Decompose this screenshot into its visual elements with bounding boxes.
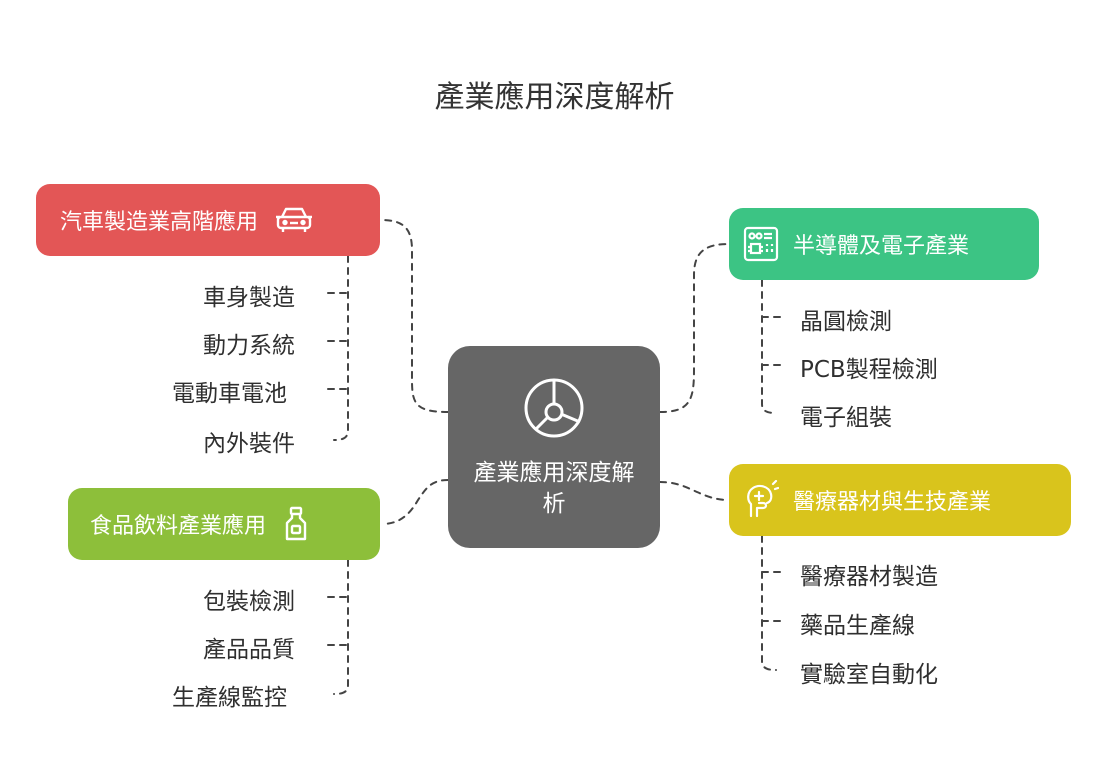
branch-food-beverage[interactable]: 食品飲料產業應用	[68, 488, 380, 560]
pie-chart-icon	[524, 378, 584, 438]
center-label: 產業應用深度解析	[473, 460, 635, 517]
branch-label: 食品飲料產業應用	[90, 514, 267, 539]
leaf-auto-3: 電動車電池	[172, 381, 287, 407]
branch-semiconductor[interactable]: 半導體及電子產業	[729, 208, 1039, 280]
branch-automotive[interactable]: 汽車製造業高階應用	[36, 184, 380, 256]
leaf-food-1: 包裝檢測	[203, 589, 295, 615]
chip-icon	[743, 226, 779, 262]
car-icon	[274, 205, 314, 235]
medical-hand-icon	[743, 480, 779, 520]
leaf-med-3: 實驗室自動化	[800, 662, 938, 688]
center-node: 產業應用深度解析	[448, 346, 660, 548]
leaf-semi-2: PCB製程檢測	[800, 357, 938, 383]
branch-medical-biotech[interactable]: 醫療器材與生技產業	[729, 464, 1071, 536]
leaf-auto-1: 車身製造	[203, 285, 295, 311]
leaf-food-3: 生產線監控	[172, 685, 287, 711]
leaf-med-1: 醫療器材製造	[800, 564, 938, 590]
branch-label: 汽車製造業高階應用	[60, 210, 259, 235]
branch-label: 半導體及電子產業	[793, 234, 970, 259]
leaf-auto-2: 動力系統	[203, 333, 295, 359]
leaf-semi-3: 電子組裝	[800, 405, 892, 431]
leaf-food-2: 產品品質	[203, 637, 295, 663]
branch-label: 醫療器材與生技產業	[793, 490, 992, 515]
bottle-icon	[284, 506, 308, 542]
page-title: 產業應用深度解析	[434, 80, 675, 115]
leaf-med-2: 藥品生產線	[800, 613, 915, 639]
leaf-semi-1: 晶圓檢測	[800, 309, 892, 335]
leaf-auto-4: 內外裝件	[203, 431, 295, 457]
